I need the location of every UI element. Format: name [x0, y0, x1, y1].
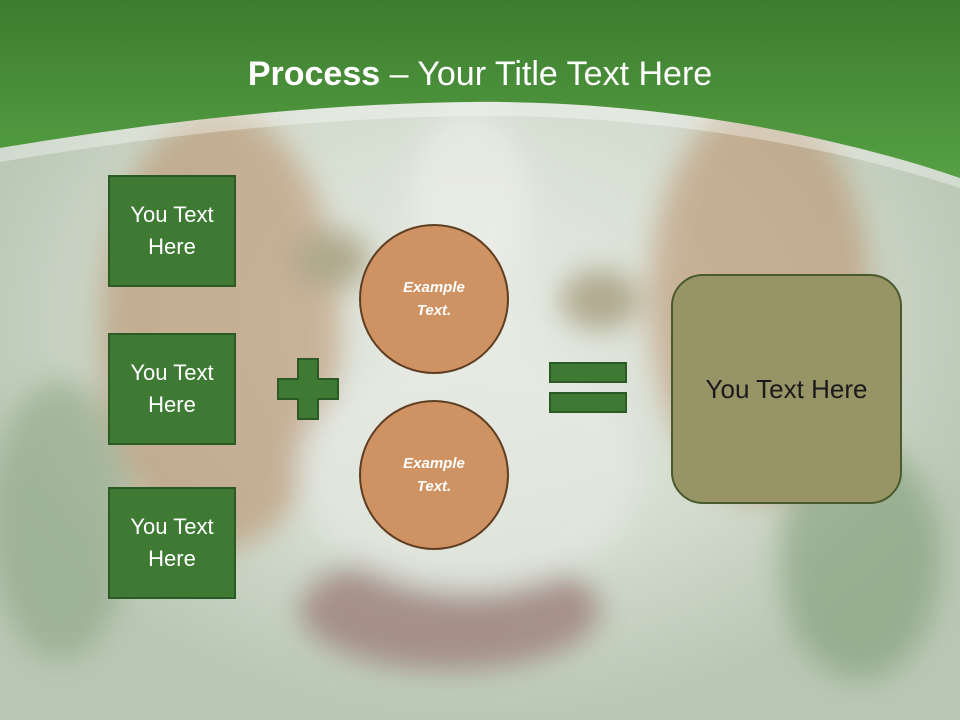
- title-bold-text: Process: [247, 55, 381, 93]
- example-circle-1[interactable]: Example Text.: [359, 224, 509, 374]
- slide-title: Process – Your Title Text Here: [0, 52, 960, 96]
- text-box-3[interactable]: You Text Here: [108, 487, 236, 599]
- text-box-3-label: You Text Here: [130, 514, 214, 571]
- result-box-label: You Text Here: [705, 374, 868, 404]
- example-circle-1-label: Example Text.: [403, 279, 465, 319]
- text-box-2[interactable]: You Text Here: [108, 333, 236, 445]
- result-box[interactable]: You Text Here: [671, 274, 902, 504]
- text-box-1-label: You Text Here: [130, 202, 214, 259]
- example-circle-2-label: Example Text.: [403, 455, 465, 495]
- plus-icon: [277, 358, 339, 420]
- text-box-2-label: You Text Here: [130, 360, 214, 417]
- equals-icon: [549, 362, 627, 413]
- example-circle-2[interactable]: Example Text.: [359, 400, 509, 550]
- title-rest-text: – Your Title Text Here: [380, 55, 713, 93]
- text-box-1[interactable]: You Text Here: [108, 175, 236, 287]
